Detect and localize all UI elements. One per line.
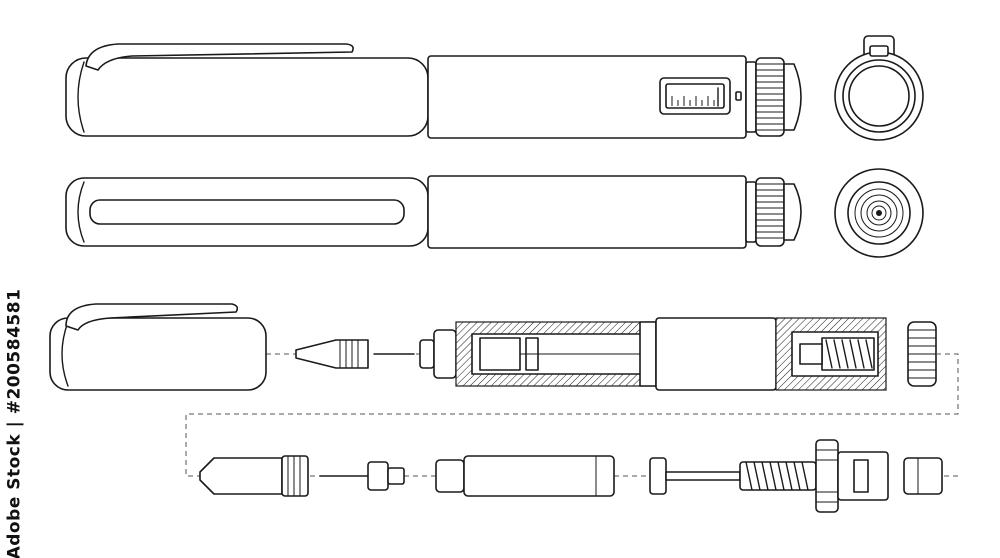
pen-assembled-clip-side: [65, 175, 802, 249]
stock-id-text: Adobe Stock | #200584581: [4, 288, 24, 558]
plunger-rod: [649, 457, 817, 495]
end-view-dial: [834, 168, 924, 258]
exploded-parts-row: [199, 439, 960, 513]
dose-button: [903, 457, 943, 495]
needle-shield: [295, 339, 369, 369]
stock-id-label: Adobe Stock | #200584581: [1, 289, 27, 558]
end-view-cap: [834, 35, 924, 141]
needle-hub: [367, 461, 405, 491]
dial-knob: [907, 321, 937, 387]
dose-window: [659, 77, 742, 115]
pen-body-cutaway: [419, 317, 887, 391]
exploded-cutaway-row: [49, 303, 937, 391]
insulin-cartridge: [435, 455, 615, 497]
pen-assembled-dose-window: [65, 43, 802, 139]
assembly-guide-line: [185, 353, 959, 477]
drive-mechanism: [815, 439, 889, 513]
inner-needle-cap: [199, 455, 309, 497]
pen-cap: [49, 303, 267, 391]
